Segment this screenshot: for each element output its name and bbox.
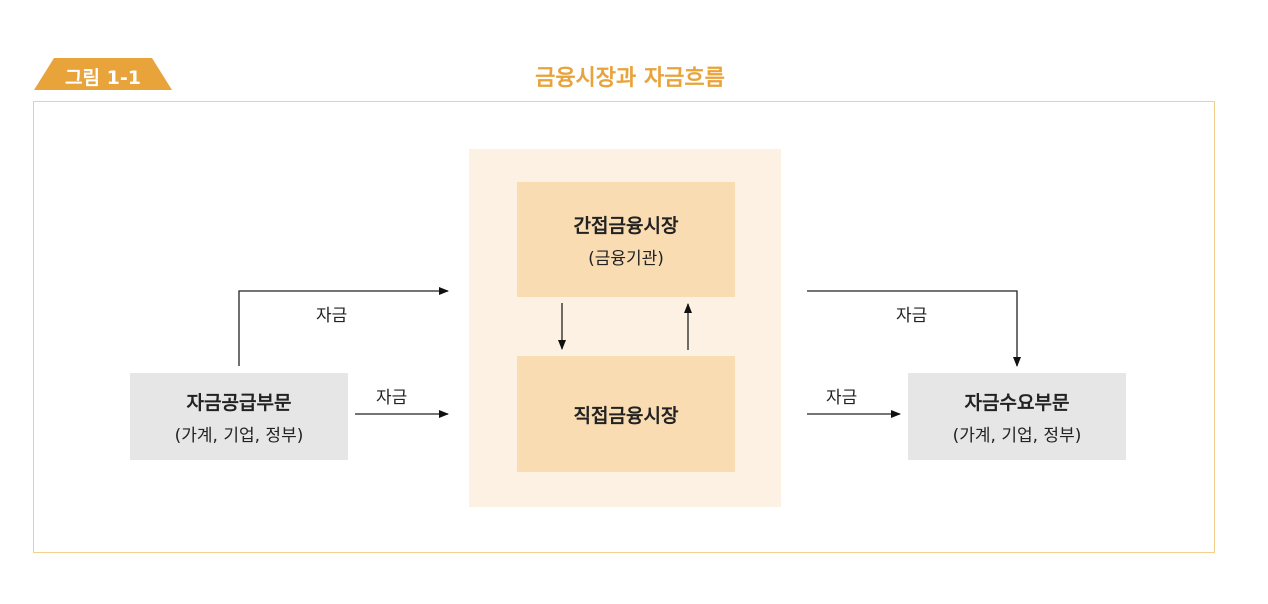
direct-market-box: 직접금융시장 (517, 356, 735, 472)
arrow-indirect-to-demand (807, 290, 1021, 367)
demand-sector-sublabel: (가계, 기업, 정부) (952, 425, 1082, 446)
demand-sector-box: 자금수요부문 (가계, 기업, 정부) (908, 373, 1126, 460)
demand-sector-label: 자금수요부문 (964, 391, 1070, 414)
supply-sector-label: 자금공급부문 (186, 391, 292, 414)
indirect-market-sublabel: (금융기관) (588, 248, 664, 269)
arrow-supply-to-indirect (238, 287, 449, 366)
supply-sector-box: 자금공급부문 (가계, 기업, 정부) (130, 373, 348, 460)
flow-label-indirect-demand: 자금 (896, 306, 928, 326)
indirect-market-label: 간접금융시장 (573, 214, 679, 237)
flow-label-direct-demand: 자금 (826, 388, 858, 408)
supply-sector-sublabel: (가계, 기업, 정부) (174, 425, 304, 446)
figure-label: 그림 1-1 (34, 58, 172, 90)
indirect-market-box: 간접금융시장 (금융기관) (517, 182, 735, 297)
flow-label-supply-direct: 자금 (376, 388, 408, 408)
flow-label-supply-indirect: 자금 (316, 306, 348, 326)
direct-market-label: 직접금융시장 (573, 404, 679, 427)
diagram-frame (33, 101, 1215, 553)
figure-label-text: 그림 1-1 (65, 67, 141, 89)
figure-label-tab (34, 58, 172, 90)
diagram-title: 금융시장과 자금흐름 (535, 66, 725, 91)
